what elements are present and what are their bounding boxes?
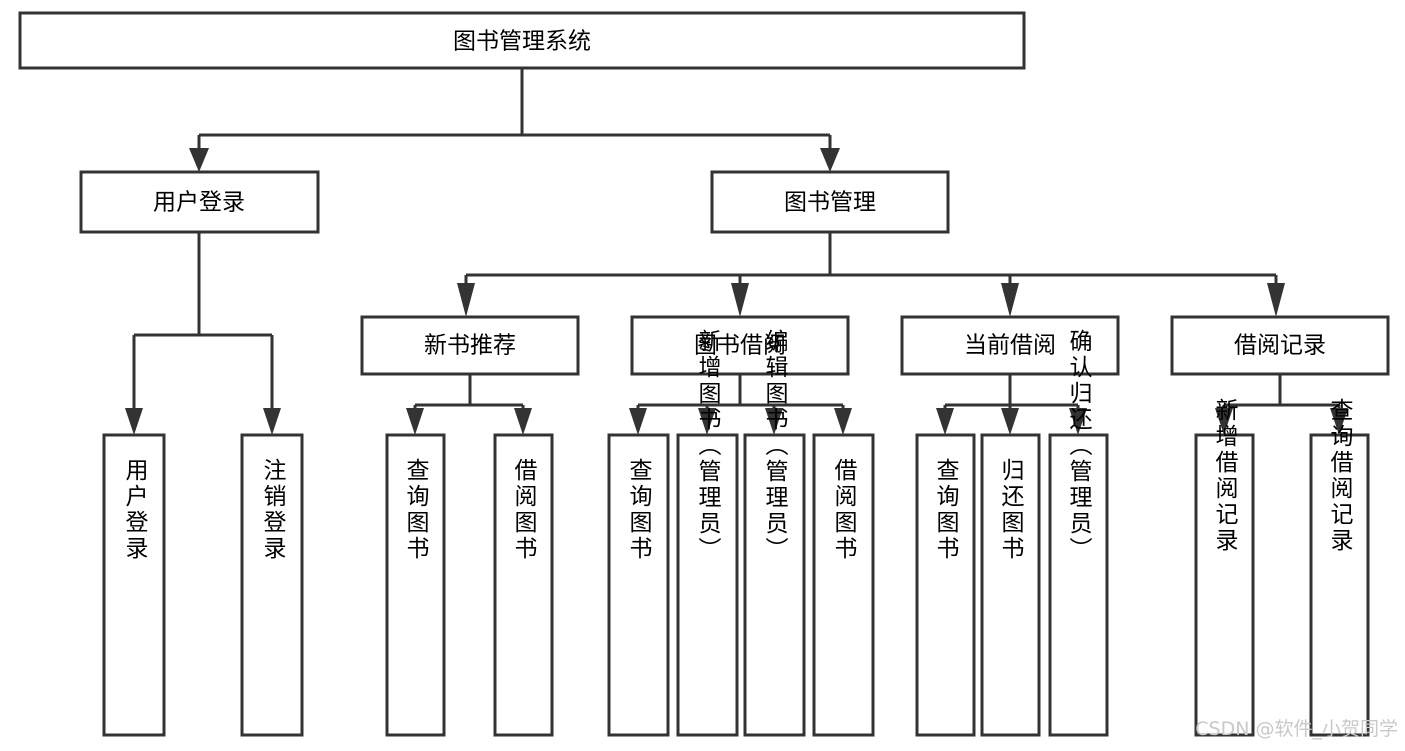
node-leaf-logout-login-label: 注销登录 <box>259 458 287 562</box>
node-leaf-add-book-box[interactable] <box>676 433 739 737</box>
node-new-book-rec-box[interactable] <box>360 315 580 376</box>
node-leaf-user-login-box[interactable] <box>102 433 166 737</box>
node-leaf-edit-book[interactable]: 编辑图书（管理员） <box>743 329 806 737</box>
arrow-book-borrow <box>731 283 749 317</box>
node-leaf-user-login-label: 用户登录 <box>121 458 149 562</box>
arrow-leaf-return-book <box>1001 408 1019 435</box>
arrow-leaf-edit-book <box>765 408 783 435</box>
node-root[interactable]: 图书管理系统 <box>18 11 1026 70</box>
node-leaf-confirm-return-box[interactable] <box>1048 433 1109 737</box>
node-user-login-box[interactable] <box>79 170 320 234</box>
node-book-borrow-label: 图书借阅 <box>694 333 786 359</box>
node-borrow-record[interactable]: 借阅记录 <box>1170 315 1390 376</box>
node-user-login[interactable]: 用户登录 <box>79 170 320 234</box>
node-leaf-query-book-2-box[interactable] <box>607 433 670 737</box>
node-leaf-query-record[interactable]: 查询借阅记录 <box>1309 398 1370 737</box>
node-leaf-add-book[interactable]: 新增图书（管理员） <box>676 329 739 737</box>
node-leaf-borrow-book-1-label: 借阅图书 <box>510 458 538 562</box>
arrow-leaf-borrow-book-2 <box>834 408 852 435</box>
node-leaf-query-book-3[interactable]: 查询图书 <box>915 433 976 737</box>
node-leaf-query-book-2[interactable]: 查询图书 <box>607 433 670 737</box>
node-leaf-borrow-book-1[interactable]: 借阅图书 <box>493 433 554 737</box>
arrow-leaf-query-book-3 <box>936 408 954 435</box>
node-book-borrow-box[interactable] <box>630 315 850 376</box>
node-leaf-logout-login[interactable]: 注销登录 <box>240 433 304 737</box>
node-leaf-query-book-2-label: 查询图书 <box>625 458 653 562</box>
node-leaf-add-record[interactable]: 新增借阅记录 <box>1194 398 1255 737</box>
node-leaf-query-book-3-box[interactable] <box>915 433 976 737</box>
node-leaf-return-book-box[interactable] <box>980 433 1041 737</box>
arrow-leaf-query-book-1 <box>406 408 424 435</box>
connector-layer <box>125 68 1348 435</box>
node-book-manage-label: 图书管理 <box>784 190 876 216</box>
node-book-manage-box[interactable] <box>710 170 950 234</box>
arrow-current-borrow <box>1001 283 1019 317</box>
node-leaf-return-book-label: 归还图书 <box>997 458 1025 562</box>
node-leaf-user-login[interactable]: 用户登录 <box>102 433 166 737</box>
arrow-leaf-add-record <box>1215 408 1233 435</box>
node-leaf-query-book-1-box[interactable] <box>385 433 446 737</box>
arrow-borrow-record <box>1267 283 1285 317</box>
node-leaf-borrow-book-2-label: 借阅图书 <box>830 458 858 562</box>
node-current-borrow[interactable]: 当前借阅 <box>900 315 1120 376</box>
node-user-login-label: 用户登录 <box>153 190 245 216</box>
arrow-book-manage <box>820 148 840 172</box>
arrow-user-login <box>189 148 209 172</box>
node-book-manage[interactable]: 图书管理 <box>710 170 950 234</box>
node-root-box[interactable] <box>18 11 1026 70</box>
node-leaf-borrow-book-2-box[interactable] <box>812 433 875 737</box>
node-leaf-logout-login-box[interactable] <box>240 433 304 737</box>
node-leaf-borrow-book-2[interactable]: 借阅图书 <box>812 433 875 737</box>
arrow-new-book-rec <box>457 283 475 317</box>
node-leaf-add-record-label: 新增借阅记录 <box>1211 398 1239 554</box>
node-book-borrow[interactable]: 图书借阅 <box>630 315 850 376</box>
arrow-leaf-borrow-book-1 <box>514 408 532 435</box>
node-new-book-rec[interactable]: 新书推荐 <box>360 315 580 376</box>
node-leaf-confirm-return[interactable]: 确认归还（管理员） <box>1048 329 1109 737</box>
node-leaf-query-record-label: 查询借阅记录 <box>1326 398 1354 554</box>
node-leaf-query-book-1-label: 查询图书 <box>402 458 430 562</box>
node-leaf-add-book-label: 新增图书（管理员） <box>694 329 722 563</box>
node-borrow-record-label: 借阅记录 <box>1234 333 1326 359</box>
node-current-borrow-box[interactable] <box>900 315 1120 376</box>
arrow-leaf-user-login <box>125 408 143 435</box>
node-leaf-query-book-3-label: 查询图书 <box>932 458 960 562</box>
arrow-leaf-query-record <box>1330 408 1348 435</box>
node-borrow-record-box[interactable] <box>1170 315 1390 376</box>
node-leaf-edit-book-label: 编辑图书（管理员） <box>761 329 789 563</box>
node-leaf-borrow-book-1-box[interactable] <box>493 433 554 737</box>
arrow-leaf-logout-login <box>263 408 281 435</box>
node-leaf-confirm-return-label: 确认归还（管理员） <box>1065 329 1093 563</box>
csdn-watermark: CSDN @软件_小贺同学 <box>1195 718 1398 740</box>
arrow-leaf-confirm-return <box>1069 408 1087 435</box>
node-current-borrow-label: 当前借阅 <box>964 333 1056 359</box>
node-leaf-add-record-box[interactable] <box>1194 433 1255 737</box>
node-leaf-edit-book-box[interactable] <box>743 433 806 737</box>
node-leaf-query-book-1[interactable]: 查询图书 <box>385 433 446 737</box>
node-leaf-query-record-box[interactable] <box>1309 433 1370 737</box>
node-root-label: 图书管理系统 <box>453 29 591 55</box>
node-leaf-return-book[interactable]: 归还图书 <box>980 433 1041 737</box>
arrow-leaf-add-book <box>698 408 716 435</box>
node-new-book-rec-label: 新书推荐 <box>424 333 516 359</box>
arrow-leaf-query-book-2 <box>629 408 647 435</box>
